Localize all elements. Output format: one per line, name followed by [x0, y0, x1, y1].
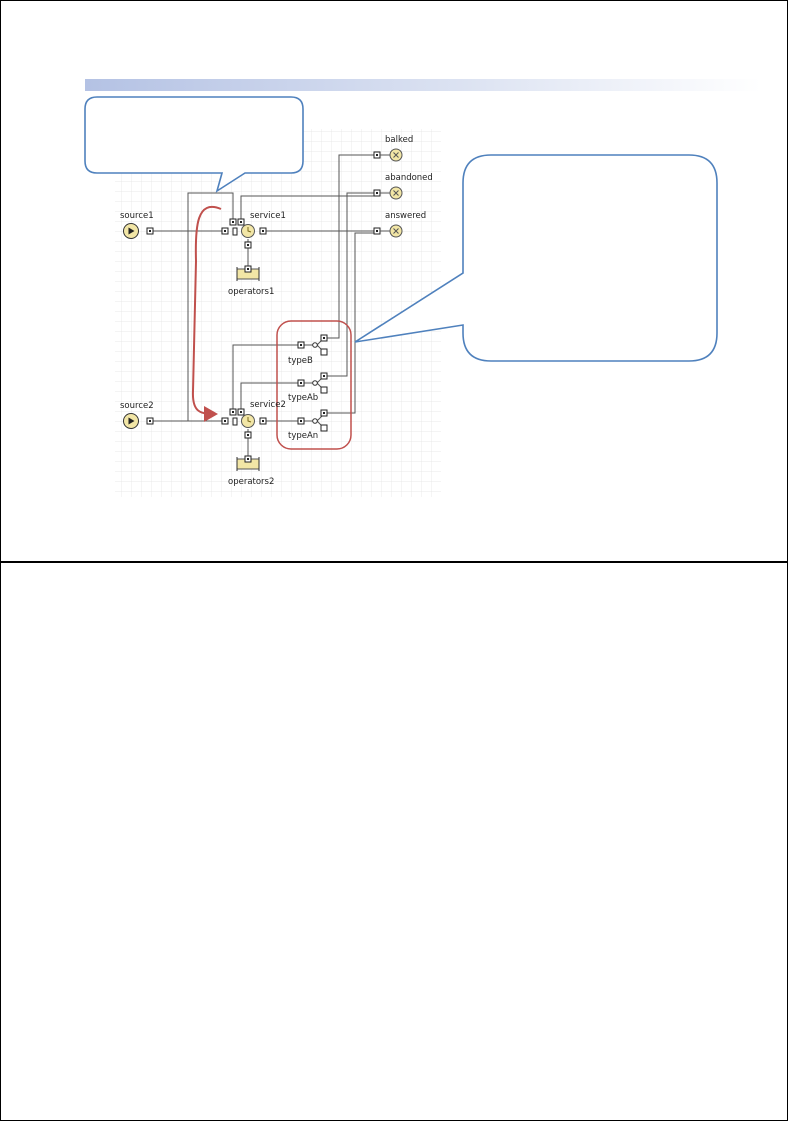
operators2-label: operators2: [228, 477, 274, 487]
slide-1: source1 source2 service1 service2 operat…: [0, 0, 788, 562]
balked-label: balked: [385, 135, 413, 145]
service1-block[interactable]: [221, 218, 267, 249]
service2-block[interactable]: [221, 408, 267, 439]
play-icon: [128, 417, 135, 425]
answered-sink[interactable]: [373, 224, 403, 238]
operators1-block[interactable]: [236, 265, 260, 281]
source2-label: source2: [120, 401, 154, 411]
typeAn-selector[interactable]: [297, 409, 328, 432]
source1-label: source1: [120, 211, 154, 221]
operators2-block[interactable]: [236, 455, 260, 471]
typeB-label: typeB: [288, 356, 313, 366]
typeB-selector[interactable]: [297, 334, 328, 356]
answered-label: answered: [385, 211, 426, 221]
connection-lines: [151, 154, 377, 459]
play-icon: [128, 227, 135, 235]
abandoned-sink[interactable]: [373, 186, 403, 200]
slide-2: [0, 562, 788, 1121]
left-callout: [84, 96, 304, 193]
operators1-label: operators1: [228, 287, 274, 297]
selectors-highlight-box: [276, 320, 352, 450]
model-canvas-grid: [115, 129, 441, 497]
service1-label: service1: [250, 211, 286, 221]
source1-block[interactable]: [123, 223, 154, 239]
typeAb-label: typeAb: [288, 393, 318, 403]
abandoned-label: abandoned: [385, 173, 433, 183]
service2-label: service2: [250, 400, 286, 410]
source2-block[interactable]: [123, 413, 154, 429]
red-loop-arrow: [191, 206, 222, 422]
header-band: [85, 79, 761, 91]
typeAb-selector[interactable]: [297, 372, 328, 394]
balked-sink[interactable]: [373, 148, 403, 162]
right-callout: [354, 154, 718, 362]
typeAn-label: typeAn: [288, 431, 318, 441]
process-flow-diagram: source1 source2 service1 service2 operat…: [84, 79, 761, 497]
